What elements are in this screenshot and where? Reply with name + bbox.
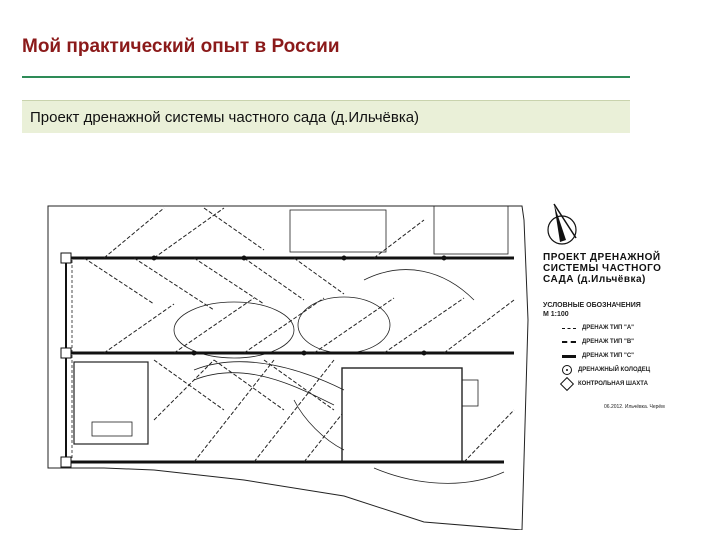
plan-scale: М 1:100 <box>543 311 569 318</box>
legend-label: ДРЕНАЖ ТИП "А" <box>582 325 635 331</box>
drain-a-symbol <box>562 327 576 329</box>
legend-item-drain-c: ДРЕНАЖ ТИП "С" <box>562 350 634 362</box>
legend-item-drain-b: ДРЕНАЖ ТИП "В" <box>562 336 634 348</box>
subtitle-bar: Проект дренажной системы частного сада (… <box>22 100 630 133</box>
slide-title: Мой практический опыт в России <box>22 36 340 57</box>
legend-item-drain-a: ДРЕНАЖ ТИП "А" <box>562 322 634 334</box>
drain-c-symbol <box>562 354 576 358</box>
drainage-plan-drawing <box>47 203 577 530</box>
plan-heading: ПРОЕКТ ДРЕНАЖНОЙ СИСТЕМЫ ЧАСТНОГО САДА (… <box>543 252 661 285</box>
legend-item-drain-well: ДРЕНАЖНЫЙ КОЛОДЕЦ <box>562 364 650 376</box>
plan-heading-line2: СИСТЕМЫ ЧАСТНОГО <box>543 263 662 274</box>
legend-title: УСЛОВНЫЕ ОБОЗНАЧЕНИЯ <box>543 302 641 309</box>
legend-label: ДРЕНАЖНЫЙ КОЛОДЕЦ <box>578 367 651 373</box>
legend-label: ДРЕНАЖ ТИП "В" <box>582 339 635 345</box>
legend-item-control-shaft: КОНТРОЛЬНАЯ ШАХТА <box>559 376 648 392</box>
plan-heading-line1: ПРОЕКТ ДРЕНАЖНОЙ <box>543 252 661 263</box>
plan-footnote: 06.2012. Ильчёвка. Черём <box>604 404 665 410</box>
control-shaft-icon <box>559 376 575 392</box>
legend-label: КОНТРОЛЬНАЯ ШАХТА <box>578 381 648 387</box>
plan-heading-line3: САДА (д.Ильчёвка) <box>543 274 646 285</box>
title-divider <box>22 76 630 78</box>
slide-subtitle: Проект дренажной системы частного сада (… <box>30 109 420 126</box>
legend-label: ДРЕНАЖ ТИП "С" <box>582 353 635 359</box>
drain-b-symbol <box>562 341 576 343</box>
drain-well-icon <box>562 365 572 375</box>
